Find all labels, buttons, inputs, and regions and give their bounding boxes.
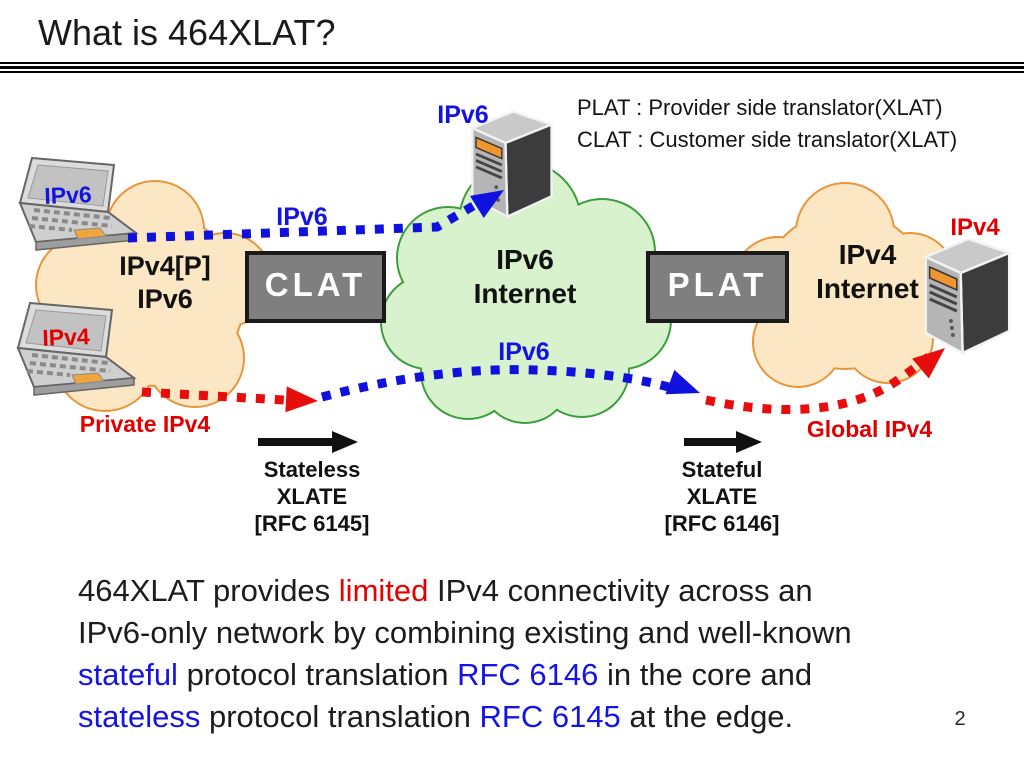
global-ipv4-label: Global IPv4	[806, 416, 933, 442]
stateful-xlate-arrow	[684, 431, 762, 453]
bottom-path-ipv6-label: IPv6	[498, 338, 550, 366]
plat-box	[646, 251, 789, 323]
center-cloud-text: IPv6 Internet	[473, 244, 577, 309]
body-line: 464XLAT provides limited IPv4 connectivi…	[78, 573, 813, 608]
legend-plat-definition: PLAT : Provider side translator(XLAT)	[577, 95, 943, 120]
top-path-ipv6-label: IPv6	[276, 203, 328, 231]
body-line: stateful protocol translation RFC 6146 i…	[78, 657, 813, 692]
body-line: IPv6-only network by combining existing …	[78, 615, 852, 650]
network-diagram	[16, 110, 1011, 453]
global-ipv4-path-arrow	[705, 348, 945, 414]
clat-box-label: CLAT	[264, 266, 367, 303]
stateless-xlate-arrow	[258, 431, 358, 453]
private-ipv4-path-arrow	[141, 386, 318, 413]
left-cloud-text: IPv4[P] IPv6	[119, 251, 211, 314]
page-number: 2	[954, 708, 966, 730]
private-ipv4-label: Private IPv4	[79, 411, 211, 437]
laptop-bottom-screen-label: IPv4	[41, 323, 91, 351]
body-paragraph: 464XLAT provides limited IPv4 connectivi…	[78, 570, 852, 738]
clat-box	[245, 251, 386, 323]
body-line: stateless protocol translation RFC 6145 …	[78, 699, 794, 734]
stateless-xlate-text: Stateless XLATE [RFC 6145]	[254, 457, 370, 536]
right-server-label: IPv4	[950, 214, 1000, 241]
legend-clat-definition: CLAT : Customer side translator(XLAT)	[577, 127, 958, 152]
ipv6-path-bottom-arrow	[320, 365, 700, 402]
ipv6-path-top-arrow	[127, 190, 504, 243]
title-divider	[0, 62, 1024, 73]
slide-title: What is 464XLAT?	[38, 12, 336, 53]
right-cloud-text: IPv4 Internet	[816, 239, 919, 304]
laptop-top-screen-label: IPv6	[43, 181, 93, 209]
top-server-label: IPv6	[437, 101, 489, 129]
stateful-xlate-text: Stateful XLATE [RFC 6146]	[664, 457, 780, 536]
translator-legend: PLAT : Provider side translator(XLAT) CL…	[577, 92, 957, 156]
plat-box-label: PLAT	[667, 266, 768, 303]
